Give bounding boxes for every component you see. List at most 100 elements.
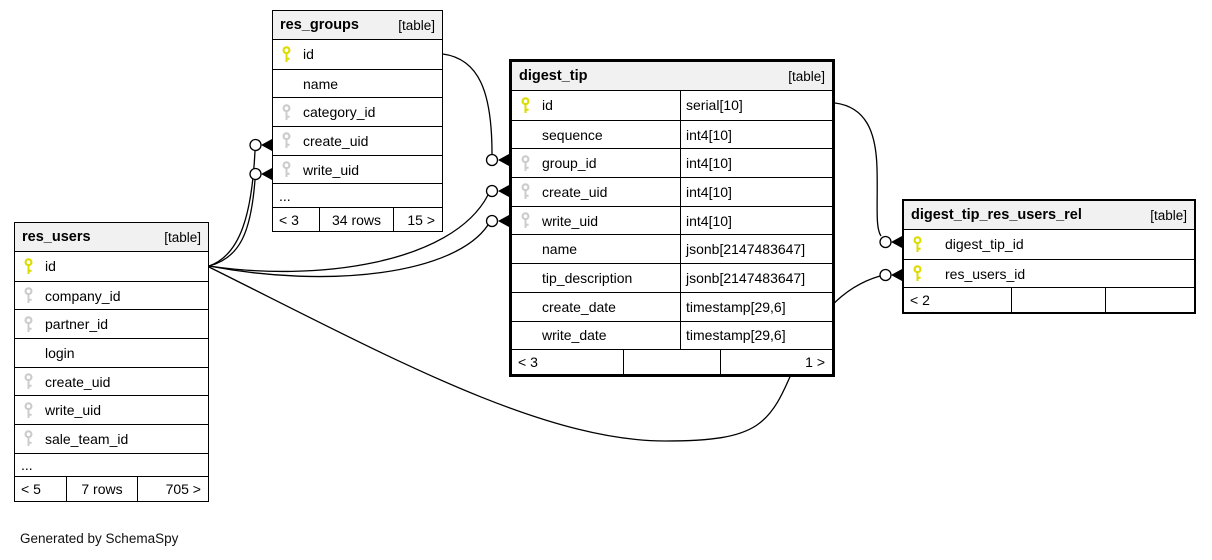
column-name: sequence	[542, 126, 603, 143]
key-slot	[23, 401, 35, 419]
column-type: int4[10]	[680, 178, 832, 206]
table-type-badge: [table]	[164, 229, 201, 245]
related-count-right: 705 >	[137, 477, 208, 501]
column-name: group_id	[542, 155, 597, 172]
column-name: create_uid	[303, 132, 369, 149]
column-name: write_uid	[45, 402, 102, 419]
row-count: 7 rows	[66, 477, 137, 501]
edge-endpoints	[249, 138, 902, 282]
key-slot	[23, 258, 35, 275]
key-slot	[520, 97, 532, 114]
key-slot	[520, 183, 532, 200]
column-name: ...	[21, 457, 33, 473]
column-name: id	[542, 97, 553, 114]
primary-key-icon	[913, 265, 922, 282]
column-name: create_uid	[45, 373, 111, 390]
column-row: company_id	[15, 280, 208, 310]
foreign-key-icon	[24, 315, 33, 332]
foreign-key-icon	[24, 430, 33, 447]
related-count-left: < 3	[518, 353, 538, 370]
column-row: partner_id	[15, 309, 208, 338]
foreign-key-icon	[24, 287, 33, 304]
column-name: id	[45, 258, 56, 275]
table-header: digest_tip[table]	[512, 62, 832, 91]
column-row: create_date timestamp[29,6]	[512, 291, 832, 321]
key-slot	[281, 132, 293, 149]
related-count-left: < 2	[910, 292, 930, 309]
primary-key-icon	[282, 46, 291, 62]
column-row: create_uid	[15, 366, 208, 396]
column-name: ...	[279, 187, 291, 204]
column-name: tip_description	[542, 269, 633, 286]
key-slot	[520, 212, 532, 229]
table-name[interactable]: digest_tip	[519, 68, 588, 84]
edge-digest_tip-id-to-rel-digest_tip_id	[834, 102, 882, 237]
column-name: write_date	[542, 327, 607, 344]
column-name: sale_team_id	[45, 430, 129, 447]
table-digest_tip[interactable]: digest_tip[table]id serial[10] sequence int…	[509, 59, 835, 377]
key-slot	[520, 154, 532, 172]
column-type: serial[10]	[680, 91, 832, 120]
table-name[interactable]: digest_tip_res_users_rel	[911, 207, 1082, 223]
column-name: company_id	[45, 287, 121, 304]
column-row: write_uid	[15, 395, 208, 424]
column-row: id	[15, 252, 208, 281]
generated-by-caption: Generated by SchemaSpy	[20, 531, 179, 546]
key-slot	[281, 161, 293, 178]
column-row: id	[273, 40, 442, 69]
table-header: res_users [table]	[15, 223, 208, 252]
column-name: write_uid	[542, 212, 599, 229]
related-count-left: < 3	[279, 211, 299, 228]
column-type: timestamp[29,6]	[680, 321, 832, 350]
table-type-badge: [table]	[1150, 207, 1187, 223]
key-slot	[23, 430, 35, 447]
column-type: int4[10]	[680, 206, 832, 235]
column-row: digest_tip_id	[904, 230, 1194, 259]
key-slot	[281, 46, 293, 63]
table-footer: < 3 1 >	[512, 349, 832, 374]
table-header: res_groups[table]	[273, 11, 442, 40]
column-name: create_date	[542, 298, 616, 315]
column-name: digest_tip_id	[945, 236, 1024, 253]
column-row: sequence int4[10]	[512, 119, 832, 149]
table-name[interactable]: res_users	[22, 229, 91, 245]
column-row: write_date timestamp[29,6]	[512, 320, 832, 350]
foreign-key-icon	[521, 212, 530, 229]
edge-res_users-id-to-digest_tip-write_uid	[208, 224, 489, 278]
table-header: digest_tip_res_users_rel [table]	[904, 201, 1194, 230]
primary-key-icon	[24, 258, 33, 274]
column-name: write_uid	[303, 161, 360, 178]
column-row: tip_description jsonb[2147483647]	[512, 263, 832, 292]
column-name: id	[303, 46, 314, 63]
primary-key-icon	[521, 97, 530, 113]
column-type: jsonb[2147483647]	[680, 264, 832, 292]
key-slot	[281, 103, 293, 121]
table-name[interactable]: res_groups	[280, 17, 359, 33]
column-row: name	[273, 68, 442, 98]
related-count-left: < 5	[21, 480, 41, 497]
column-row: category_id	[273, 97, 442, 126]
foreign-key-icon	[24, 373, 33, 390]
row-count	[623, 350, 720, 374]
key-slot	[23, 373, 35, 390]
column-type: timestamp[29,6]	[680, 292, 832, 321]
column-type: int4[10]	[680, 149, 832, 178]
column-row: res_users_id	[904, 258, 1194, 288]
column-row: write_uid int4[10]	[512, 205, 832, 235]
table-digest_tip_res_users_rel[interactable]: digest_tip_res_users_rel[table]digest_ti…	[902, 199, 1196, 314]
related-count-right: 1 >	[720, 350, 832, 374]
column-type: int4[10]	[680, 120, 832, 149]
row-count: 34 rows	[319, 207, 393, 232]
column-row: sale_team_id	[15, 424, 208, 453]
key-slot	[912, 265, 924, 282]
edge-res_users-id-to-res_groups-create_uid	[208, 150, 256, 267]
row-count	[1011, 288, 1105, 312]
